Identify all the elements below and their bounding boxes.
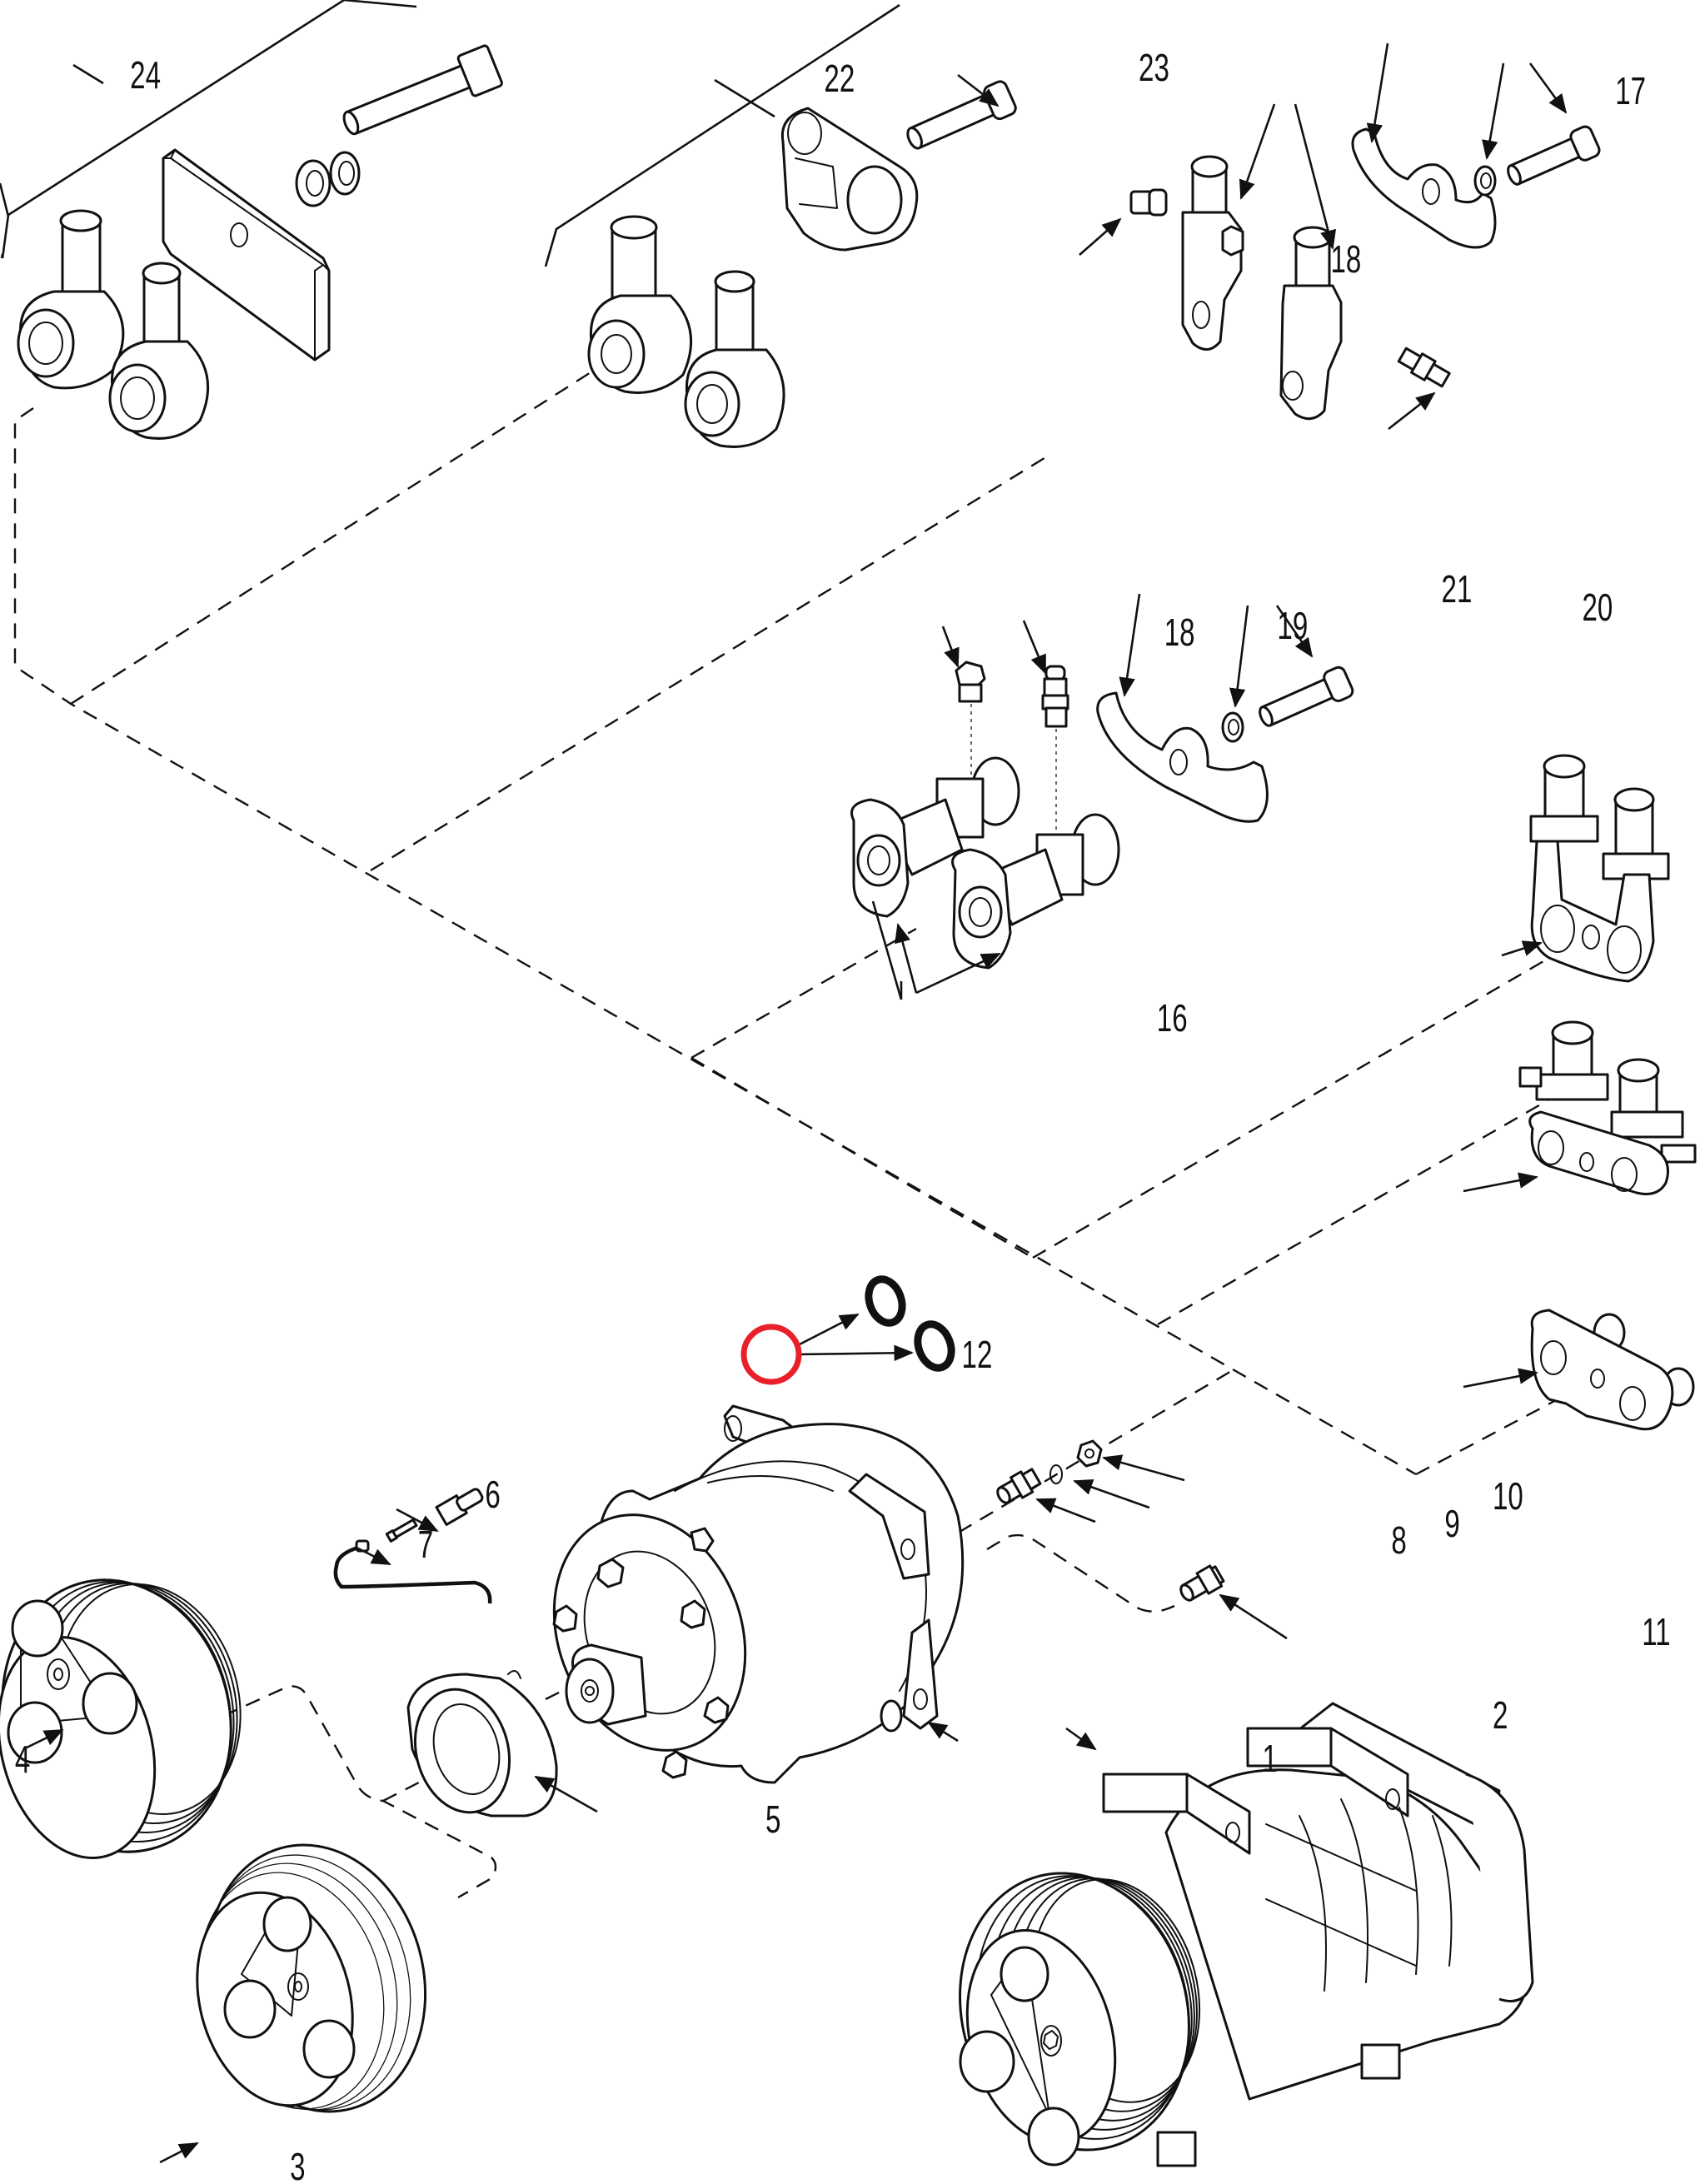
kit-24-parts [17,44,503,440]
callout-19-middle[interactable]: 19 [1277,606,1308,647]
callout-9[interactable]: 9 [1444,1503,1459,1545]
manifold-14 [1518,1020,1697,1195]
manifold-13 [1530,1309,1695,1431]
callout-2[interactable]: 2 [1493,1695,1508,1737]
kit-24-bracket [0,0,417,259]
callout-18-upper[interactable]: 18 [1330,239,1361,281]
callout-11[interactable]: 11 [1642,1612,1670,1653]
callout-20-middle[interactable]: 20 [1583,587,1613,629]
callout-18-middle[interactable]: 18 [1164,612,1195,654]
callout-24[interactable]: 24 [130,55,161,97]
callout-7[interactable]: 7 [418,1524,433,1566]
compressor-2 [959,1702,1534,2167]
pulley-3 [196,1843,427,2113]
callout-8[interactable]: 8 [1391,1520,1406,1562]
callout-6[interactable]: 6 [485,1474,500,1516]
callout-10[interactable]: 10 [1493,1476,1523,1518]
kit-22-bracket [544,3,900,267]
callout-leaders [22,42,1568,2164]
pulley-4 [0,1578,242,1859]
upper-fitting-group [1129,125,1601,421]
kit-22-parts [587,80,1017,448]
compressor-1 [552,1404,965,1784]
callout-16[interactable]: 16 [1157,998,1188,1040]
callout-23[interactable]: 23 [1139,47,1169,89]
manifold-15 [1529,754,1670,983]
assembly-guide-lines [13,336,1558,1899]
callout-12[interactable]: 12 [962,1334,993,1376]
callout-22[interactable]: 22 [824,58,855,100]
callout-12-highlight-ring [740,1324,802,1385]
small-fittings [996,1439,1225,1602]
callout-5[interactable]: 5 [765,1799,780,1841]
callout-21-middle[interactable]: 21 [1442,569,1473,611]
callout-labels: 1 2 3 4 5 6 7 8 9 10 11 12 13 14 15 16 1… [15,47,1671,2184]
middle-fitting-group [850,661,1354,970]
callout-17[interactable]: 17 [1615,71,1646,112]
clutch-coil-5 [406,1670,558,1818]
callout-1[interactable]: 1 [1263,1738,1278,1780]
o-rings-12 [865,1275,955,1372]
clutch-wire-and-connectors [333,1488,492,1604]
callout-4[interactable]: 4 [15,1739,30,1781]
callout-3[interactable]: 3 [290,2147,305,2184]
